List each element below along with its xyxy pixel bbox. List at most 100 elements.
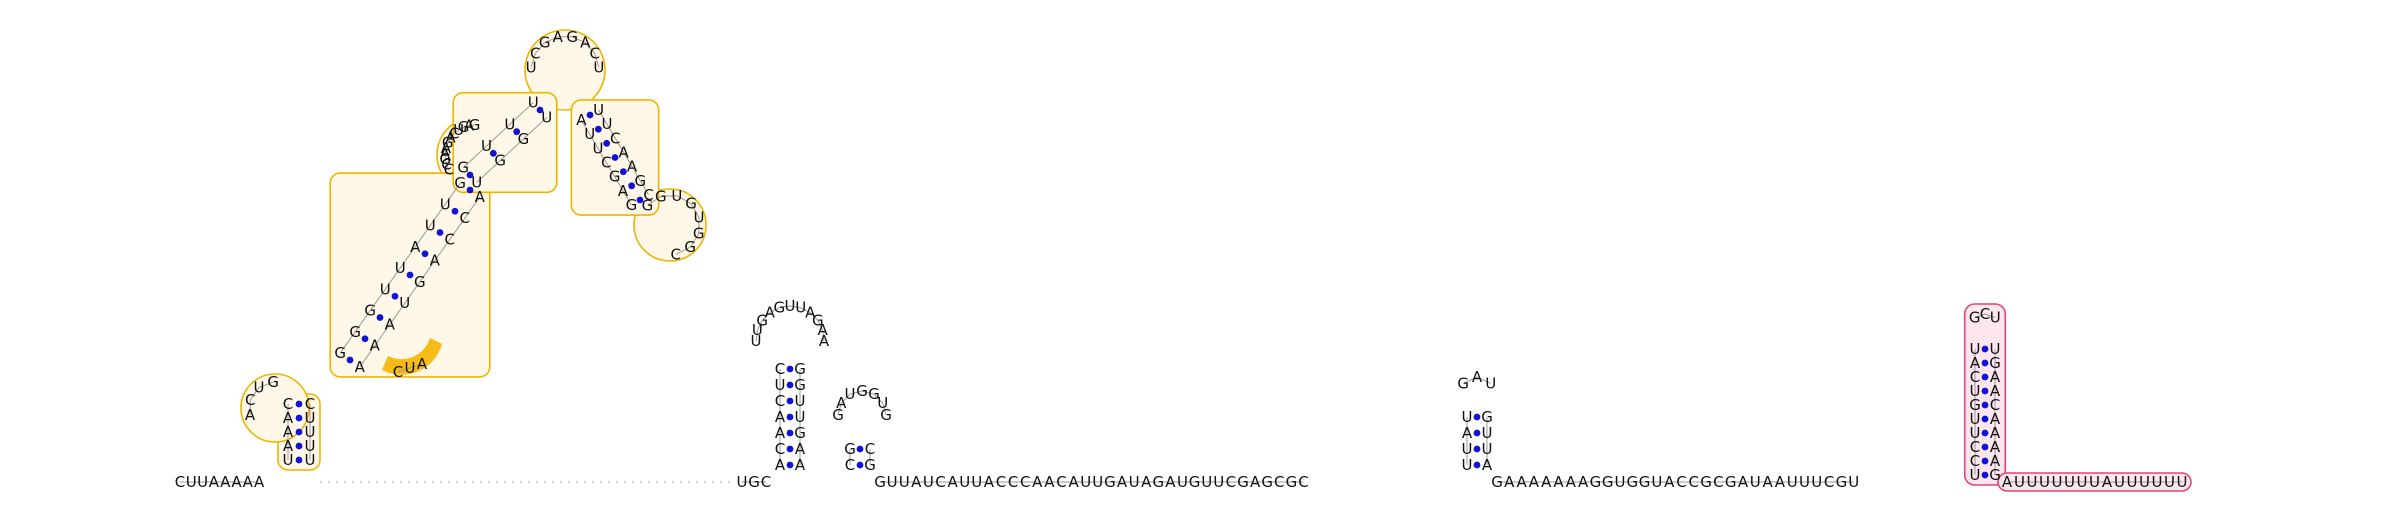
backbone-link: [594, 53, 600, 68]
nucleotide: G: [1836, 473, 1848, 491]
nucleotide: G: [1237, 473, 1249, 491]
backbone-link: [597, 148, 607, 163]
nucleotide: U: [1462, 440, 1473, 458]
nucleotide: G: [1989, 466, 2001, 484]
nucleotide: C: [1298, 473, 1308, 491]
base-pair-dot: [786, 397, 794, 405]
backbone-link: [444, 158, 448, 165]
nucleotide: U: [1201, 473, 1212, 491]
nucleotide: U: [1799, 473, 1810, 491]
backbone-link: [584, 42, 596, 54]
base-pair-dot: [611, 154, 619, 161]
base-pair-dot: [421, 250, 429, 258]
backbone-link: [580, 119, 591, 135]
backbone-link: [800, 307, 811, 314]
nucleotide: G: [1969, 309, 1981, 327]
domain-1-highlight: [452, 91, 558, 194]
base-pair-dot: [1981, 401, 1989, 409]
nucleotide: A: [1990, 452, 2001, 470]
nucleotide: U: [425, 217, 436, 235]
nucleotide: U: [2177, 473, 2188, 491]
nucleotide: A: [243, 473, 254, 491]
nucleotide: A: [231, 473, 242, 491]
base-pair-dot: [786, 381, 794, 389]
nucleotide: A: [430, 252, 441, 270]
nucleotide: U: [305, 451, 316, 469]
backbone-link: [389, 302, 406, 325]
nucleotide: C: [1676, 473, 1686, 491]
nucleotide: U: [785, 297, 796, 315]
nucleotide: G: [684, 238, 696, 256]
nucleotide: U: [2027, 473, 2038, 491]
backbone-link: [822, 330, 825, 342]
nucleotide: C: [775, 392, 785, 410]
base-pair-dot: [1981, 443, 1989, 451]
base-pair-dot: [594, 125, 602, 133]
nucleotide: C: [441, 156, 451, 174]
nucleotide: G: [794, 360, 806, 378]
nucleotide: U: [2152, 473, 2163, 491]
base-pair-dot: [1473, 413, 1481, 421]
nucleotide: U: [971, 473, 982, 491]
nucleotide: A: [1970, 354, 1981, 372]
backbone-link: [453, 129, 459, 134]
nucleotide: U: [795, 408, 806, 426]
nucleotide: C: [1056, 473, 1066, 491]
nucleotide: C: [175, 473, 185, 491]
nucleotide: G: [442, 134, 454, 152]
nucleotide: U: [481, 137, 492, 155]
nucleotide: A: [1664, 473, 1675, 491]
backbone-link: [840, 393, 851, 404]
base-pair-dot: [786, 461, 794, 469]
backbone-link: [446, 164, 450, 170]
nucleotide: A: [1738, 473, 1749, 491]
nucleotide: U: [1213, 473, 1224, 491]
nucleotide: U: [305, 437, 316, 455]
nucleotide: U: [1615, 473, 1626, 491]
nucleotide: U: [1970, 424, 1981, 442]
nucleotide: U: [795, 392, 806, 410]
base-pair-dot: [295, 456, 303, 464]
nucleotide: G: [1491, 473, 1503, 491]
nucleotide: G: [439, 150, 451, 168]
nucleotide: A: [410, 238, 421, 256]
domain-1-highlight: [524, 29, 606, 111]
nucleotide: G: [1590, 473, 1602, 491]
nucleotide: G: [469, 116, 481, 134]
backbone-link: [769, 307, 780, 314]
base-pair-dot: [1473, 461, 1481, 469]
nucleotide: A: [445, 129, 456, 147]
nucleotide: U: [1787, 473, 1798, 491]
nucleotide: C: [775, 360, 785, 378]
nucleotide: G: [539, 34, 551, 52]
nucleotide: U: [395, 259, 406, 277]
backbone-link: [1462, 376, 1478, 384]
nucleotide: U: [775, 376, 786, 394]
nucleotide: U: [593, 58, 604, 76]
nucleotide: A: [836, 394, 847, 412]
base-pair-dot: [536, 106, 544, 114]
nucleotide: U: [593, 101, 604, 119]
nucleotide: C: [996, 473, 1006, 491]
nucleotide: A: [1566, 473, 1577, 491]
backbone-link: [1984, 313, 1996, 319]
backbone-link: [444, 147, 447, 154]
nucleotide: U: [2089, 473, 2100, 491]
nucleotide: G: [566, 28, 578, 46]
nucleotide: A: [1462, 424, 1473, 442]
nucleotide: A: [1504, 473, 1515, 491]
base-pair-dot: [1981, 471, 1989, 479]
nucleotide: U: [2127, 473, 2138, 491]
nucleotide: U: [305, 409, 316, 427]
nucleotide: U: [1990, 340, 2001, 358]
backbone-link: [444, 182, 461, 205]
nucleotide: U: [526, 58, 537, 76]
nucleotide: U: [1651, 473, 1662, 491]
backbone-link: [779, 305, 791, 309]
nucleotide: U: [601, 115, 612, 133]
backbone-link: [837, 402, 842, 416]
nucleotide: U: [1990, 309, 2001, 327]
nucleotide: A: [475, 188, 486, 206]
nucleotide: C: [671, 245, 681, 263]
nucleotide: A: [1990, 424, 2001, 442]
